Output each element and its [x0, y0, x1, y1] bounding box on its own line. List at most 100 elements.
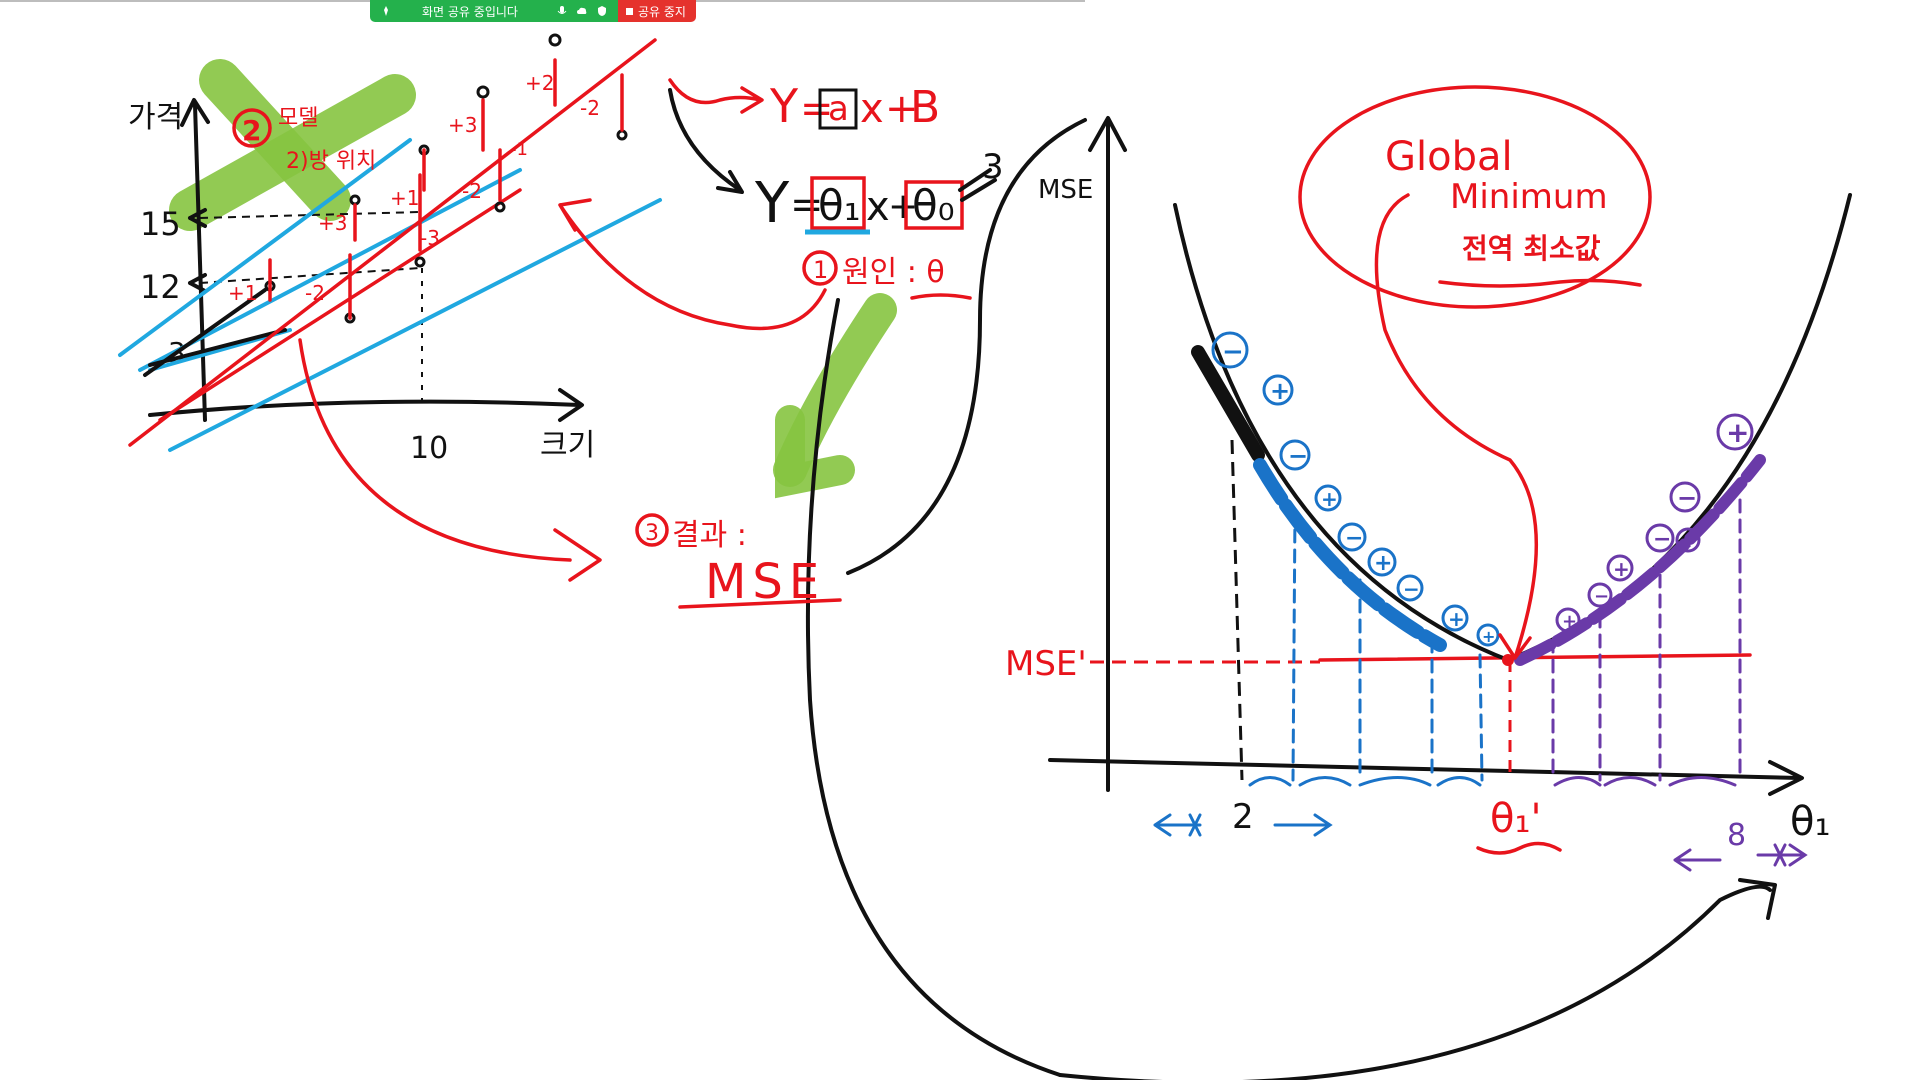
cyan-line-3	[168, 198, 662, 452]
screen-share-bar: 화면 공유 중입니다 공유 중지	[370, 0, 696, 22]
red-regression-line	[128, 38, 657, 447]
residual-label: -2	[462, 179, 482, 203]
purple-sign-markers: + − + − + − +	[1555, 413, 1754, 633]
eq1-box-a	[818, 88, 858, 130]
theta0-pointer	[958, 168, 997, 202]
svg-text:+: +	[1562, 611, 1577, 632]
theta-x-axis	[1048, 758, 1804, 796]
eq1-plus: +	[885, 86, 919, 132]
drop-lines-purple	[1551, 498, 1742, 782]
arrow-step1-to-graph	[558, 198, 827, 331]
step2-number: 2	[242, 114, 261, 147]
blue-step-arrows	[1248, 776, 1482, 787]
stop-square-icon	[625, 7, 633, 15]
arrow-to-eq1	[668, 78, 764, 114]
step3-circle	[635, 513, 669, 547]
mse-y-axis	[1088, 116, 1127, 792]
global-text-line2: Minimum	[1450, 177, 1608, 217]
svg-text:+: +	[1270, 377, 1290, 405]
residual-label: -2	[305, 281, 325, 305]
theta-tick-2: 2	[1232, 797, 1254, 837]
residual-label: -3	[420, 226, 440, 250]
purple-right-arrow	[1756, 843, 1808, 867]
drop-lines-blue	[1291, 508, 1484, 782]
eq2-x: x	[866, 184, 890, 230]
y-axis-label: 가격	[128, 100, 183, 135]
stop-share-button[interactable]: 공유 중지	[617, 0, 696, 22]
svg-text:+: +	[1448, 607, 1465, 631]
global-text-line1: Global	[1385, 134, 1513, 180]
black-flat-line	[148, 328, 287, 367]
eq1-equals: =	[800, 86, 834, 132]
svg-text:+: +	[1613, 557, 1630, 581]
right-mse-graph: MSE θ₁ MSE' 2 8 θ₁'	[1005, 85, 1852, 1080]
svg-text:+: +	[1374, 551, 1392, 576]
arrow-12	[188, 273, 207, 293]
eq2-three: 3	[982, 147, 1004, 187]
eq1-a: a	[828, 89, 849, 129]
step1-circle	[802, 250, 838, 286]
global-text-ko: 전역 최소값	[1462, 232, 1601, 265]
green-stroke-eq-2	[775, 405, 855, 499]
arrow-to-eq2	[668, 88, 744, 194]
black-theta1-curve-left	[805, 298, 1062, 1077]
guide-15	[199, 211, 421, 219]
mse-underline	[678, 598, 842, 609]
stop-share-label: 공유 중지	[637, 4, 686, 19]
svg-text:−: −	[1403, 577, 1420, 601]
microphone-icon[interactable]	[556, 5, 568, 17]
black-curve-arrow-to-theta8	[1058, 878, 1777, 1080]
eq2-y: Y	[754, 171, 790, 236]
global-minimum-ellipse	[1298, 85, 1652, 309]
residual-label: +1	[390, 186, 419, 210]
eq1-b: B	[910, 82, 940, 133]
residual-label: -2	[580, 96, 600, 120]
residual-label: +3	[318, 211, 347, 235]
guide-12	[199, 267, 421, 284]
theta-axis-label: θ₁	[1790, 799, 1831, 845]
step2-text-line1: 모델	[278, 106, 318, 131]
y-tick-15: 15	[140, 205, 181, 243]
purple-left-arrow	[1673, 848, 1722, 872]
cloud-icon[interactable]	[576, 5, 588, 17]
black-highlight-segment	[1191, 345, 1265, 462]
arrow-to-global-minimum	[1374, 193, 1539, 660]
green-cross-stroke-2	[169, 74, 416, 231]
svg-text:−: −	[1345, 526, 1363, 551]
svg-text:−: −	[1677, 484, 1697, 512]
eq2-theta1: θ₁	[818, 181, 861, 230]
svg-text:+: +	[1482, 627, 1495, 646]
purple-step-arrows	[1553, 776, 1737, 787]
theta-prime-label: θ₁'	[1490, 796, 1542, 842]
drop-line-black	[1230, 439, 1244, 781]
mse-prime-label: MSE'	[1005, 644, 1087, 684]
residual-label: +2	[525, 71, 554, 95]
svg-text:+: +	[1321, 487, 1338, 511]
share-status-text: 화면 공유 중입니다	[422, 4, 518, 19]
step3-text: 결과 :	[672, 518, 747, 553]
black-mse-to-axis-curve	[846, 118, 1087, 575]
svg-text:−: −	[1222, 337, 1244, 367]
equations-block: Y = a x + B Y = θ₁ x + θ₀ 3 1 원인 : θ	[298, 78, 1087, 1077]
y-tick-12: 12	[140, 268, 181, 306]
eq2-plus: +	[888, 186, 918, 227]
left-scatter-graph: 가격 크기 15 12 3 10	[118, 33, 662, 466]
shield-icon[interactable]	[596, 5, 608, 17]
residual-label: +3	[448, 113, 477, 137]
arrow-to-step3	[298, 338, 602, 582]
theta0-box	[904, 180, 964, 230]
step2-text-line2: 2)방 위치	[286, 149, 376, 174]
blue-highlight-segment	[1253, 458, 1447, 652]
step1-number: 1	[813, 256, 828, 284]
residual-bars	[268, 58, 624, 320]
step3-number: 3	[645, 521, 659, 546]
svg-text:−: −	[1653, 527, 1671, 552]
theta1-box	[810, 176, 866, 230]
y-axis	[180, 98, 210, 422]
global-ko-underline	[1438, 278, 1642, 288]
step2-circle	[232, 108, 272, 148]
svg-text:+: +	[1682, 531, 1697, 552]
pin-icon[interactable]	[380, 5, 392, 17]
x-axis-label: 크기	[540, 428, 595, 463]
eq2-theta0: θ₀	[912, 181, 955, 230]
